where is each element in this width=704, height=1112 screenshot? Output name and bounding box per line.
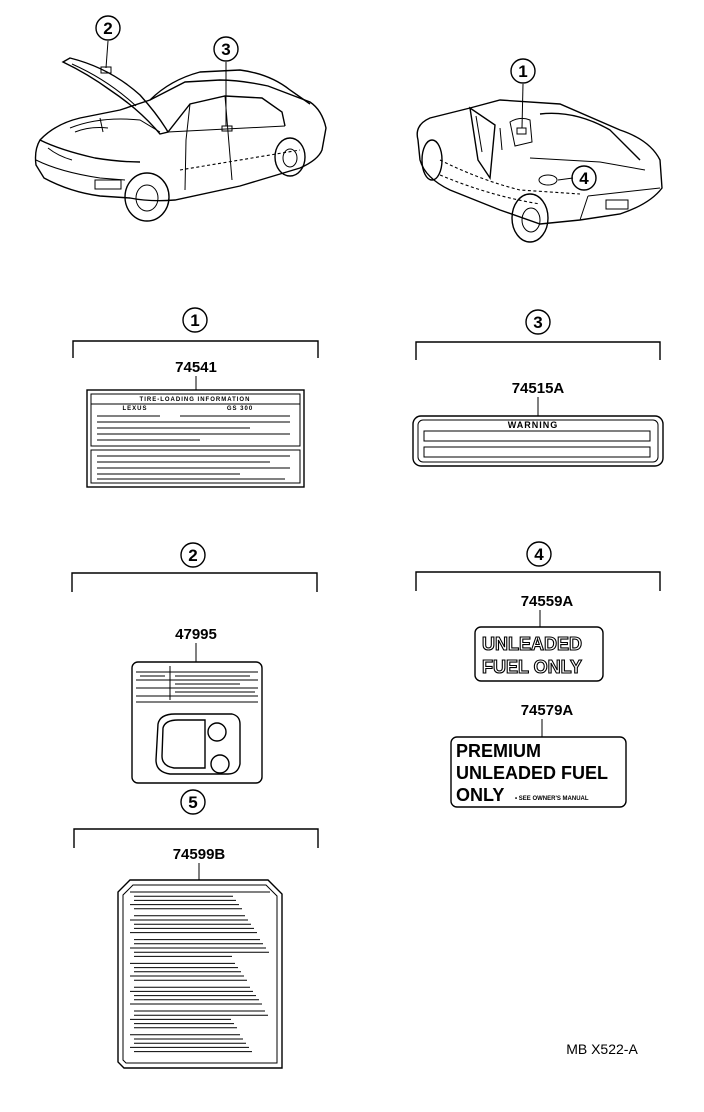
unleaded-label-line1: UNLEADED: [482, 634, 582, 654]
front-car-illustration: 2 3: [34, 15, 327, 222]
premium-label-line2: UNLEADED FUEL: [456, 763, 608, 783]
part-4a-number: 74559A: [521, 593, 574, 610]
callout-2-front: 2: [103, 19, 112, 38]
emission-info-label: [117, 879, 283, 1069]
part-2-group: 2 47995: [71, 542, 318, 784]
part-2-number: 47995: [175, 626, 217, 643]
unleaded-fuel-only-label: UNLEADED FUEL ONLY: [474, 626, 604, 682]
part-3-number: 74515A: [512, 380, 565, 397]
unleaded-label-line2: FUEL ONLY: [482, 657, 582, 677]
part-5-number: 74599B: [173, 846, 226, 863]
warning-label: WARNING: [412, 415, 664, 467]
tire-loading-label: TIRE-LOADING INFORMATION LEXUS GS 300: [86, 389, 305, 488]
part-4-group: 4 74559A UNLEADED FUEL ONLY 74579A PREMI…: [415, 541, 661, 808]
part-4-callout: 4: [534, 545, 544, 564]
part-1-callout: 1: [190, 311, 199, 330]
part-2-callout: 2: [188, 546, 197, 565]
part-5-callout: 5: [188, 793, 197, 812]
callout-3-front: 3: [221, 40, 230, 59]
premium-unleaded-fuel-label: PREMIUM UNLEADED FUEL ONLY • SEE OWNER'S…: [450, 736, 627, 808]
part-1-number: 74541: [175, 359, 217, 376]
tire-label-make: LEXUS: [122, 406, 147, 412]
warning-label-text: WARNING: [508, 420, 559, 430]
part-3-group: 3 74515A WARNING: [412, 309, 664, 467]
part-5-group: 5 74599B: [73, 789, 319, 1069]
hood-label: [131, 661, 263, 784]
tire-label-title: TIRE-LOADING INFORMATION: [140, 397, 251, 403]
part-4b-number: 74579A: [521, 702, 574, 719]
premium-label-note: • SEE OWNER'S MANUAL: [515, 796, 589, 802]
callout-4-rear: 4: [579, 169, 589, 188]
rear-car-illustration: 1 4: [416, 58, 663, 243]
premium-label-line3: ONLY: [456, 785, 504, 805]
part-3-callout: 3: [533, 313, 542, 332]
emission-label-text-lines: [130, 891, 270, 1053]
tire-label-model: GS 300: [227, 406, 253, 412]
part-1-group: 1 74541 TIRE-LOADING INFORMATION LEXUS G…: [72, 307, 319, 488]
callout-1-rear: 1: [518, 62, 527, 81]
diagram-reference-code: MB X522-A: [566, 1041, 638, 1057]
premium-label-line1: PREMIUM: [456, 741, 541, 761]
